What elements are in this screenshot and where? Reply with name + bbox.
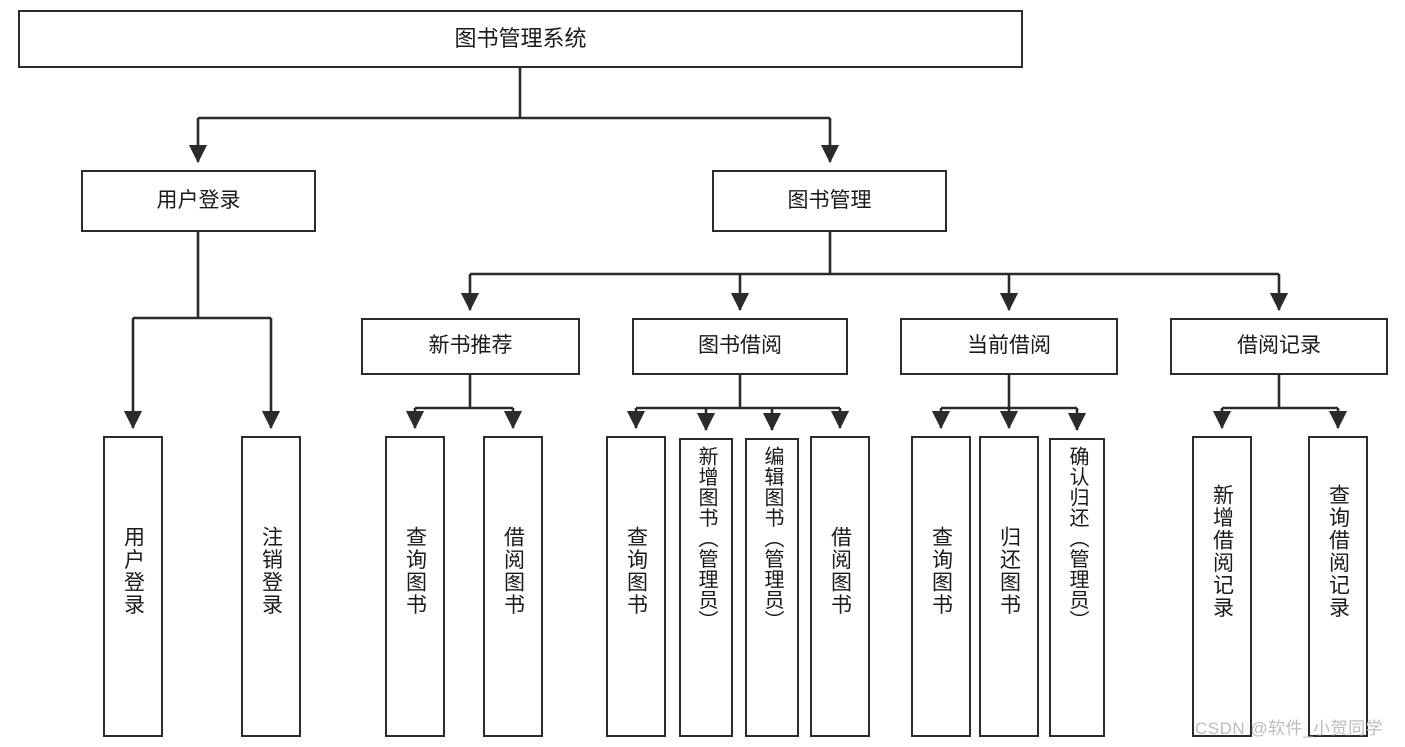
node-label: 用户登录 [121,526,145,616]
leaf-borrow-book-recommend[interactable]: 借阅图书 [483,436,543,737]
node-label: 图书借阅 [698,334,782,358]
leaf-borrow-book[interactable]: 借阅图书 [810,436,870,737]
node-label: 查询借阅记录 [1326,484,1350,619]
leaf-confirm-return-admin[interactable]: 确认归还（管理员） [1049,438,1105,737]
node-label: 图书管理 [787,188,872,212]
leaf-edit-book-admin[interactable]: 编辑图书（管理员） [745,438,799,737]
node-label: 确认归还（管理员） [1066,446,1088,631]
node-label: 查询图书 [929,526,953,616]
node-label: 注销登录 [259,526,283,616]
node-label: 编辑图书（管理员） [761,446,783,631]
node-label: 归还图书 [997,526,1021,616]
csdn-watermark: CSDN @软件_小贺同学 [1195,719,1384,738]
node-label: 用户登录 [156,188,241,212]
leaf-query-borrow-record[interactable]: 查询借阅记录 [1308,436,1368,737]
node-user-login[interactable]: 用户登录 [81,170,316,232]
leaf-query-book-borrow[interactable]: 查询图书 [606,436,666,737]
node-label: 借阅图书 [828,526,852,616]
node-current-borrow[interactable]: 当前借阅 [900,318,1118,375]
node-label: 新增图书（管理员） [695,446,717,631]
node-book-borrow[interactable]: 图书借阅 [632,318,848,375]
node-label: 新书推荐 [428,334,513,358]
leaf-query-book-current[interactable]: 查询图书 [911,436,971,737]
node-label: 当前借阅 [967,334,1051,358]
node-borrow-record[interactable]: 借阅记录 [1170,318,1388,375]
node-label: 借阅图书 [501,526,525,616]
node-label: 图书管理系统 [454,26,587,52]
leaf-user-login[interactable]: 用户登录 [103,436,163,737]
leaf-add-borrow-record[interactable]: 新增借阅记录 [1192,436,1252,737]
leaf-logout[interactable]: 注销登录 [241,436,301,737]
node-new-book-recommend[interactable]: 新书推荐 [361,318,580,375]
node-book-management[interactable]: 图书管理 [712,170,947,232]
leaf-add-book-admin[interactable]: 新增图书（管理员） [679,438,733,737]
node-label: 新增借阅记录 [1210,484,1234,619]
leaf-query-book-recommend[interactable]: 查询图书 [385,436,445,737]
node-label: 查询图书 [403,526,427,616]
leaf-return-book[interactable]: 归还图书 [979,436,1039,737]
node-root-system[interactable]: 图书管理系统 [18,10,1023,68]
node-label: 查询图书 [624,526,648,616]
node-label: 借阅记录 [1237,334,1321,358]
